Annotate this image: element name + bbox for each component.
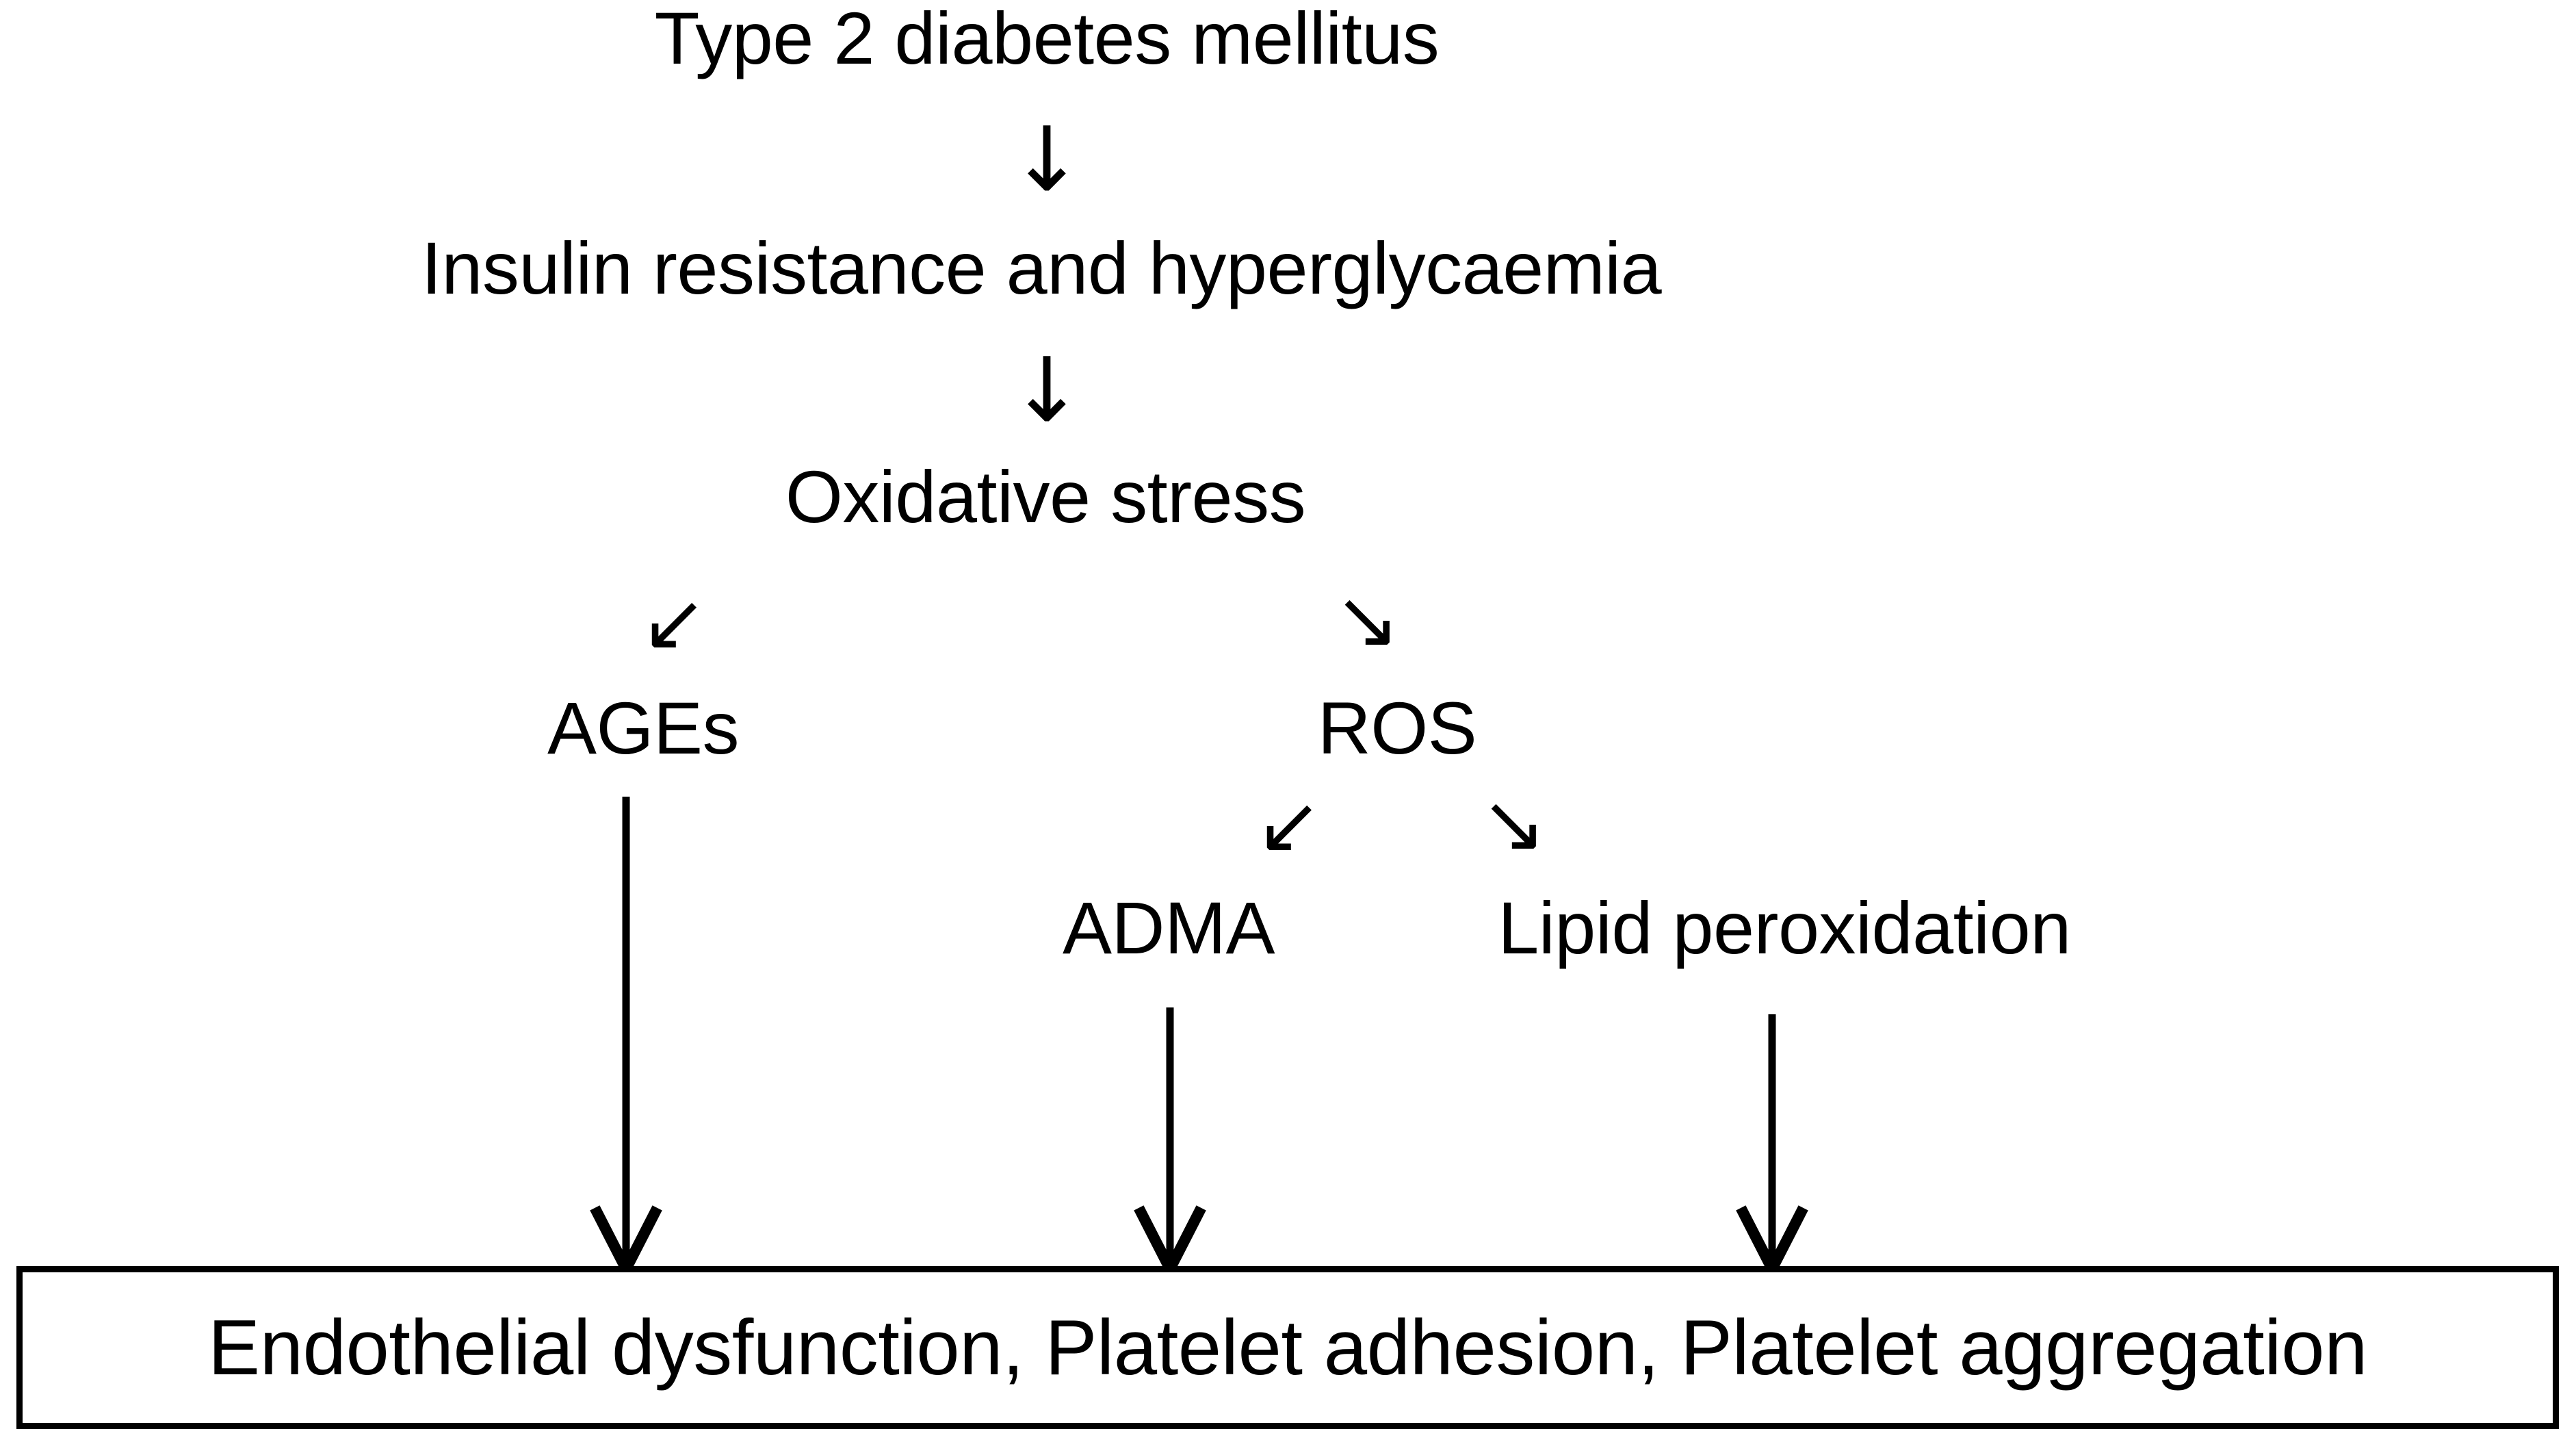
arrow-down-right-oxidative-stress-to-ros: ↘ [1333, 574, 1401, 666]
outcome-box: Endothelial dysfunction, Platelet adhesi… [16, 1266, 2559, 1429]
node-adma: ADMA [1062, 886, 1275, 969]
arrow-down-left-oxidative-stress-to-ages: ↙ [640, 576, 707, 669]
arrow-down-left-ros-to-adma: ↙ [1256, 779, 1323, 871]
node-type-2-diabetes-mellitus: Type 2 diabetes mellitus [654, 0, 1440, 79]
arrow-down-long-ages-to-outcome [590, 797, 662, 1281]
outcome-box-label: Endothelial dysfunction, Platelet adhesi… [208, 1304, 2367, 1391]
arrow-down-insulin-resistance-to-oxidative-stress: ↓ [1009, 338, 1084, 442]
arrow-down-long-lipid-peroxidation-to-outcome [1736, 1014, 1808, 1281]
node-ages: AGEs [547, 686, 740, 769]
arrow-down-long-adma-to-outcome [1134, 1007, 1206, 1281]
node-insulin-resistance-and-hyperglycaemia: Insulin resistance and hyperglycaemia [421, 227, 1662, 309]
arrow-down-right-ros-to-lipid-peroxidation: ↘ [1480, 777, 1547, 870]
node-lipid-peroxidation: Lipid peroxidation [1498, 886, 2071, 969]
arrow-down-t2dm-to-insulin-resistance: ↓ [1009, 107, 1084, 211]
node-oxidative-stress: Oxidative stress [785, 455, 1306, 538]
node-ros: ROS [1317, 686, 1477, 769]
